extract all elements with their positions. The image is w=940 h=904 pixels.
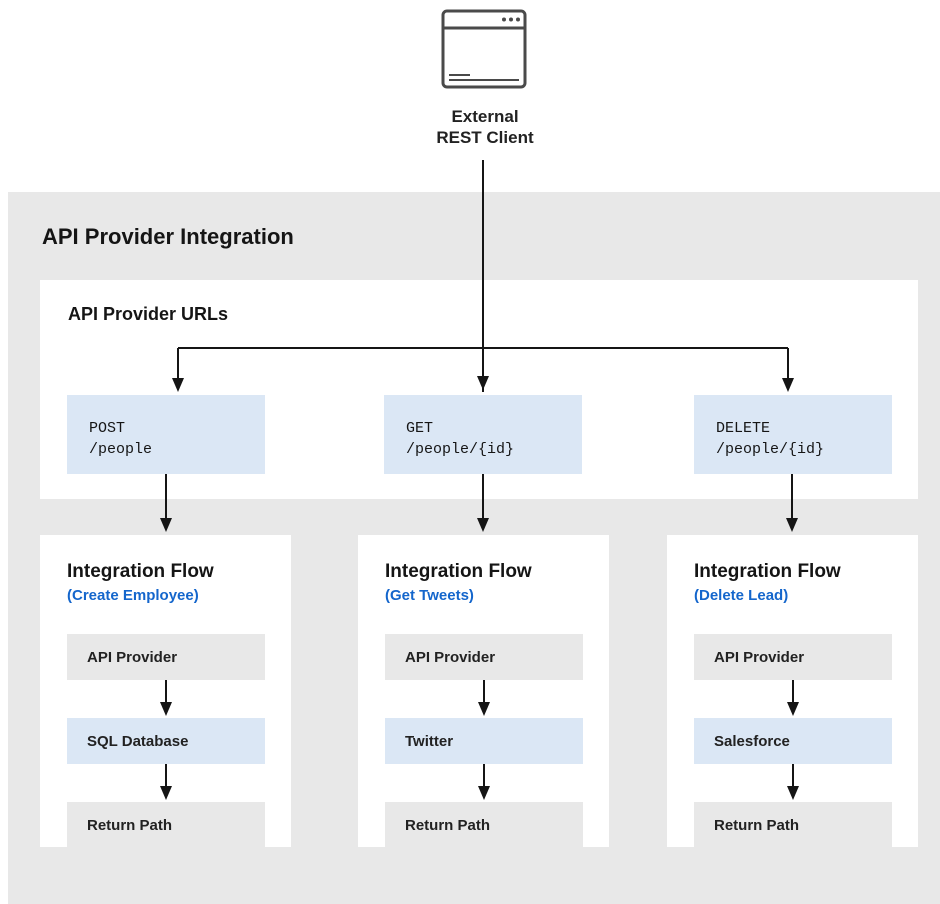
flow-step-return-path: Return Path	[385, 802, 583, 848]
arrowhead	[160, 786, 172, 800]
flow-step-api-provider: API Provider	[67, 634, 265, 680]
flow-step-twitter: Twitter	[385, 718, 583, 764]
integration-title: API Provider Integration	[42, 224, 294, 249]
arrowhead	[160, 518, 172, 532]
flow-step-api-provider: API Provider	[694, 634, 892, 680]
url-post-people: POST /people	[67, 395, 265, 474]
url-method: GET	[406, 420, 434, 437]
url-method: POST	[89, 420, 126, 437]
flow-title: Integration Flow	[67, 561, 214, 582]
client-label-line1: External	[451, 107, 519, 126]
url-method: DELETE	[716, 420, 771, 437]
browser-window-icon	[441, 9, 527, 89]
url-path: /people	[89, 441, 153, 458]
flow-subtitle: (Delete Lead)	[694, 587, 789, 604]
flow-step-sql-database: SQL Database	[67, 718, 265, 764]
client-label-line2: REST Client	[436, 128, 534, 147]
arrow-get-head	[477, 376, 489, 390]
arrowhead	[478, 702, 490, 716]
arrowhead	[172, 378, 184, 392]
arrowhead	[782, 378, 794, 392]
url-get-people-id: GET /people/{id}	[384, 395, 582, 474]
flow-title: Integration Flow	[385, 561, 532, 582]
flow-title: Integration Flow	[694, 561, 841, 582]
urls-title: API Provider URLs	[68, 304, 229, 324]
flow-step-salesforce: Salesforce	[694, 718, 892, 764]
arrowhead	[786, 518, 798, 532]
url-path: /people/{id}	[716, 441, 825, 458]
url-path: /people/{id}	[406, 441, 515, 458]
flow-subtitle: (Create Employee)	[67, 587, 199, 604]
client-label: External REST Client	[405, 106, 565, 148]
url-delete-people-id: DELETE /people/{id}	[694, 395, 892, 474]
arrowhead	[160, 702, 172, 716]
flow-step-api-provider: API Provider	[385, 634, 583, 680]
arrowhead	[787, 786, 799, 800]
flow-step-return-path: Return Path	[67, 802, 265, 848]
arrowhead	[478, 786, 490, 800]
flow-subtitle: (Get Tweets)	[385, 587, 474, 604]
arrowhead	[787, 702, 799, 716]
flow-step-return-path: Return Path	[694, 802, 892, 848]
arrowhead	[477, 518, 489, 532]
